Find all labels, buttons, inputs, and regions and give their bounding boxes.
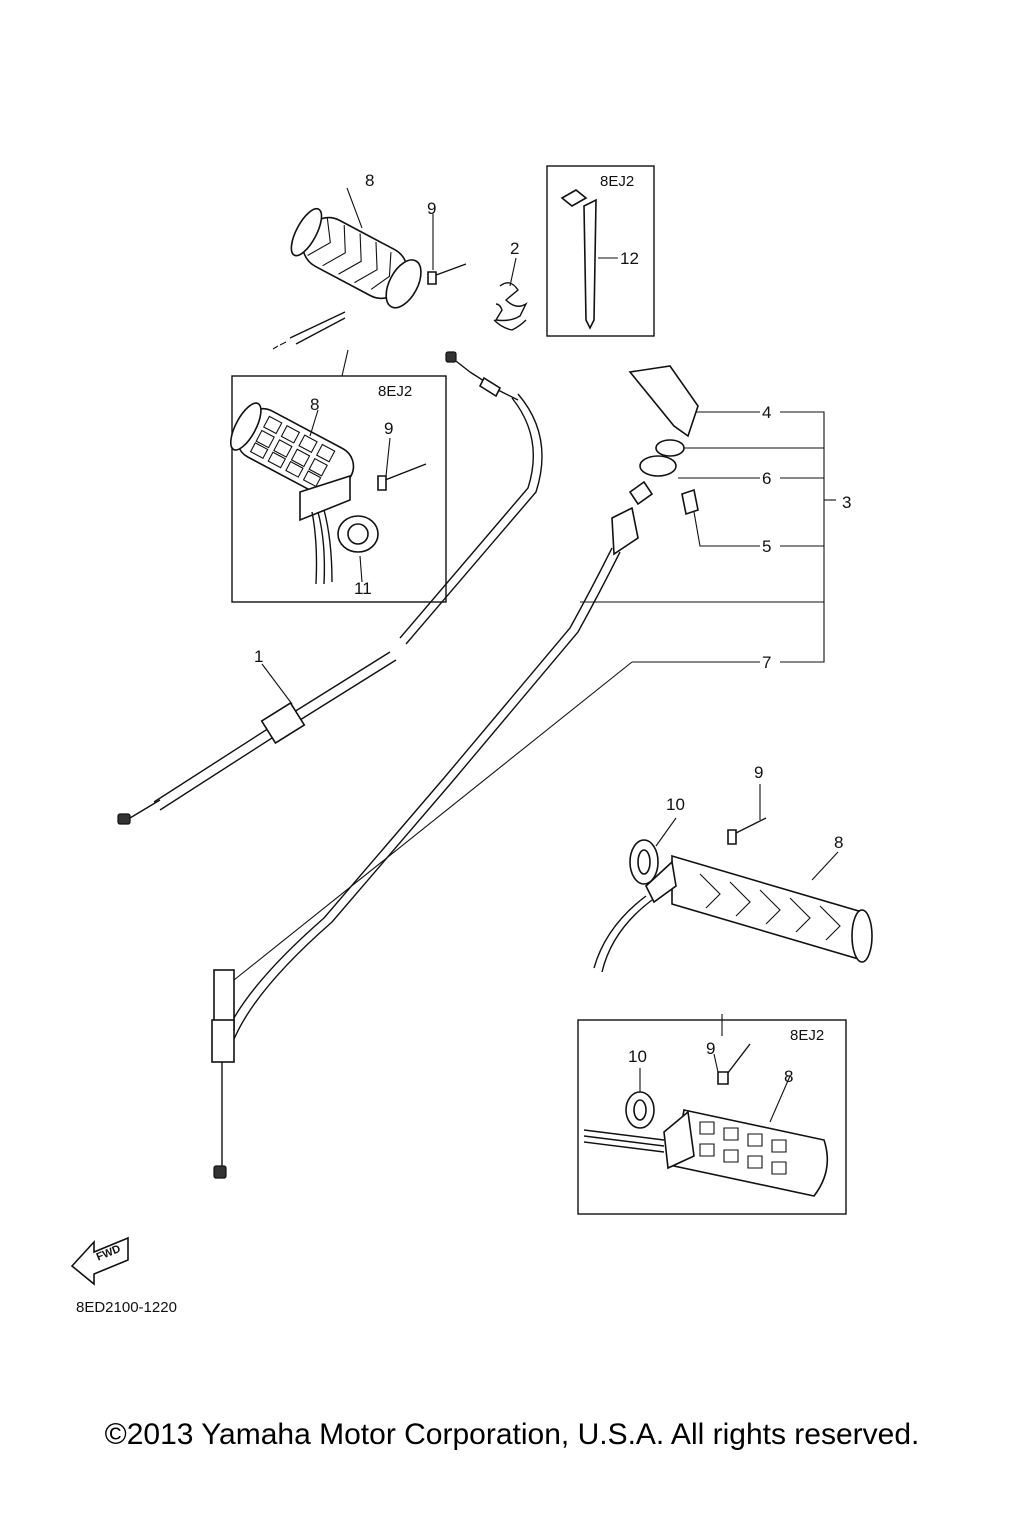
box-8ej2-left-inset: [229, 349, 447, 603]
callout-5: 5: [762, 537, 771, 556]
callout-9-top: 9: [427, 199, 436, 218]
left-grip-assembly: [272, 187, 467, 350]
drawing-number: 8ED2100-1220: [76, 1299, 177, 1316]
callout-10-right-inset: 10: [628, 1047, 647, 1066]
clip-part-2: [493, 257, 528, 331]
right-grip-assembly: [593, 784, 873, 1036]
fwd-arrow-icon: [70, 1236, 129, 1286]
callout-4: 4: [762, 403, 771, 422]
callout-labels: 8 9 2 8EJ2 12 8EJ2 8 9 11 4 6 3 5 1 7 9 …: [76, 171, 851, 1316]
callout-11: 11: [354, 579, 372, 598]
callout-8-right: 8: [834, 833, 843, 852]
callout-12: 12: [620, 249, 639, 268]
box-8ej2-right-inset: [577, 1019, 847, 1215]
callout-6: 6: [762, 469, 771, 488]
callout-7: 7: [762, 653, 771, 672]
callout-8-top: 8: [365, 171, 374, 190]
callout-8-right-inset: 8: [784, 1067, 793, 1086]
callout-3: 3: [842, 493, 851, 512]
callout-9-right: 9: [754, 763, 763, 782]
box-8ej2-top-right: [546, 165, 655, 337]
variant-code-left: 8EJ2: [378, 383, 412, 400]
callout-1: 1: [254, 647, 263, 666]
callout-10-right: 10: [666, 795, 685, 814]
variant-code-top: 8EJ2: [600, 173, 634, 190]
cable-part-7-assembly: [211, 365, 836, 1179]
cable-part-1: [117, 351, 543, 825]
callout-9-left-inset: 9: [384, 419, 393, 438]
callout-2: 2: [510, 239, 519, 258]
copyright-notice: ©2013 Yamaha Motor Corporation, U.S.A. A…: [104, 1418, 920, 1451]
callout-9-right-inset: 9: [706, 1039, 715, 1058]
variant-code-right: 8EJ2: [790, 1027, 824, 1044]
callout-8-left-inset: 8: [310, 395, 319, 414]
